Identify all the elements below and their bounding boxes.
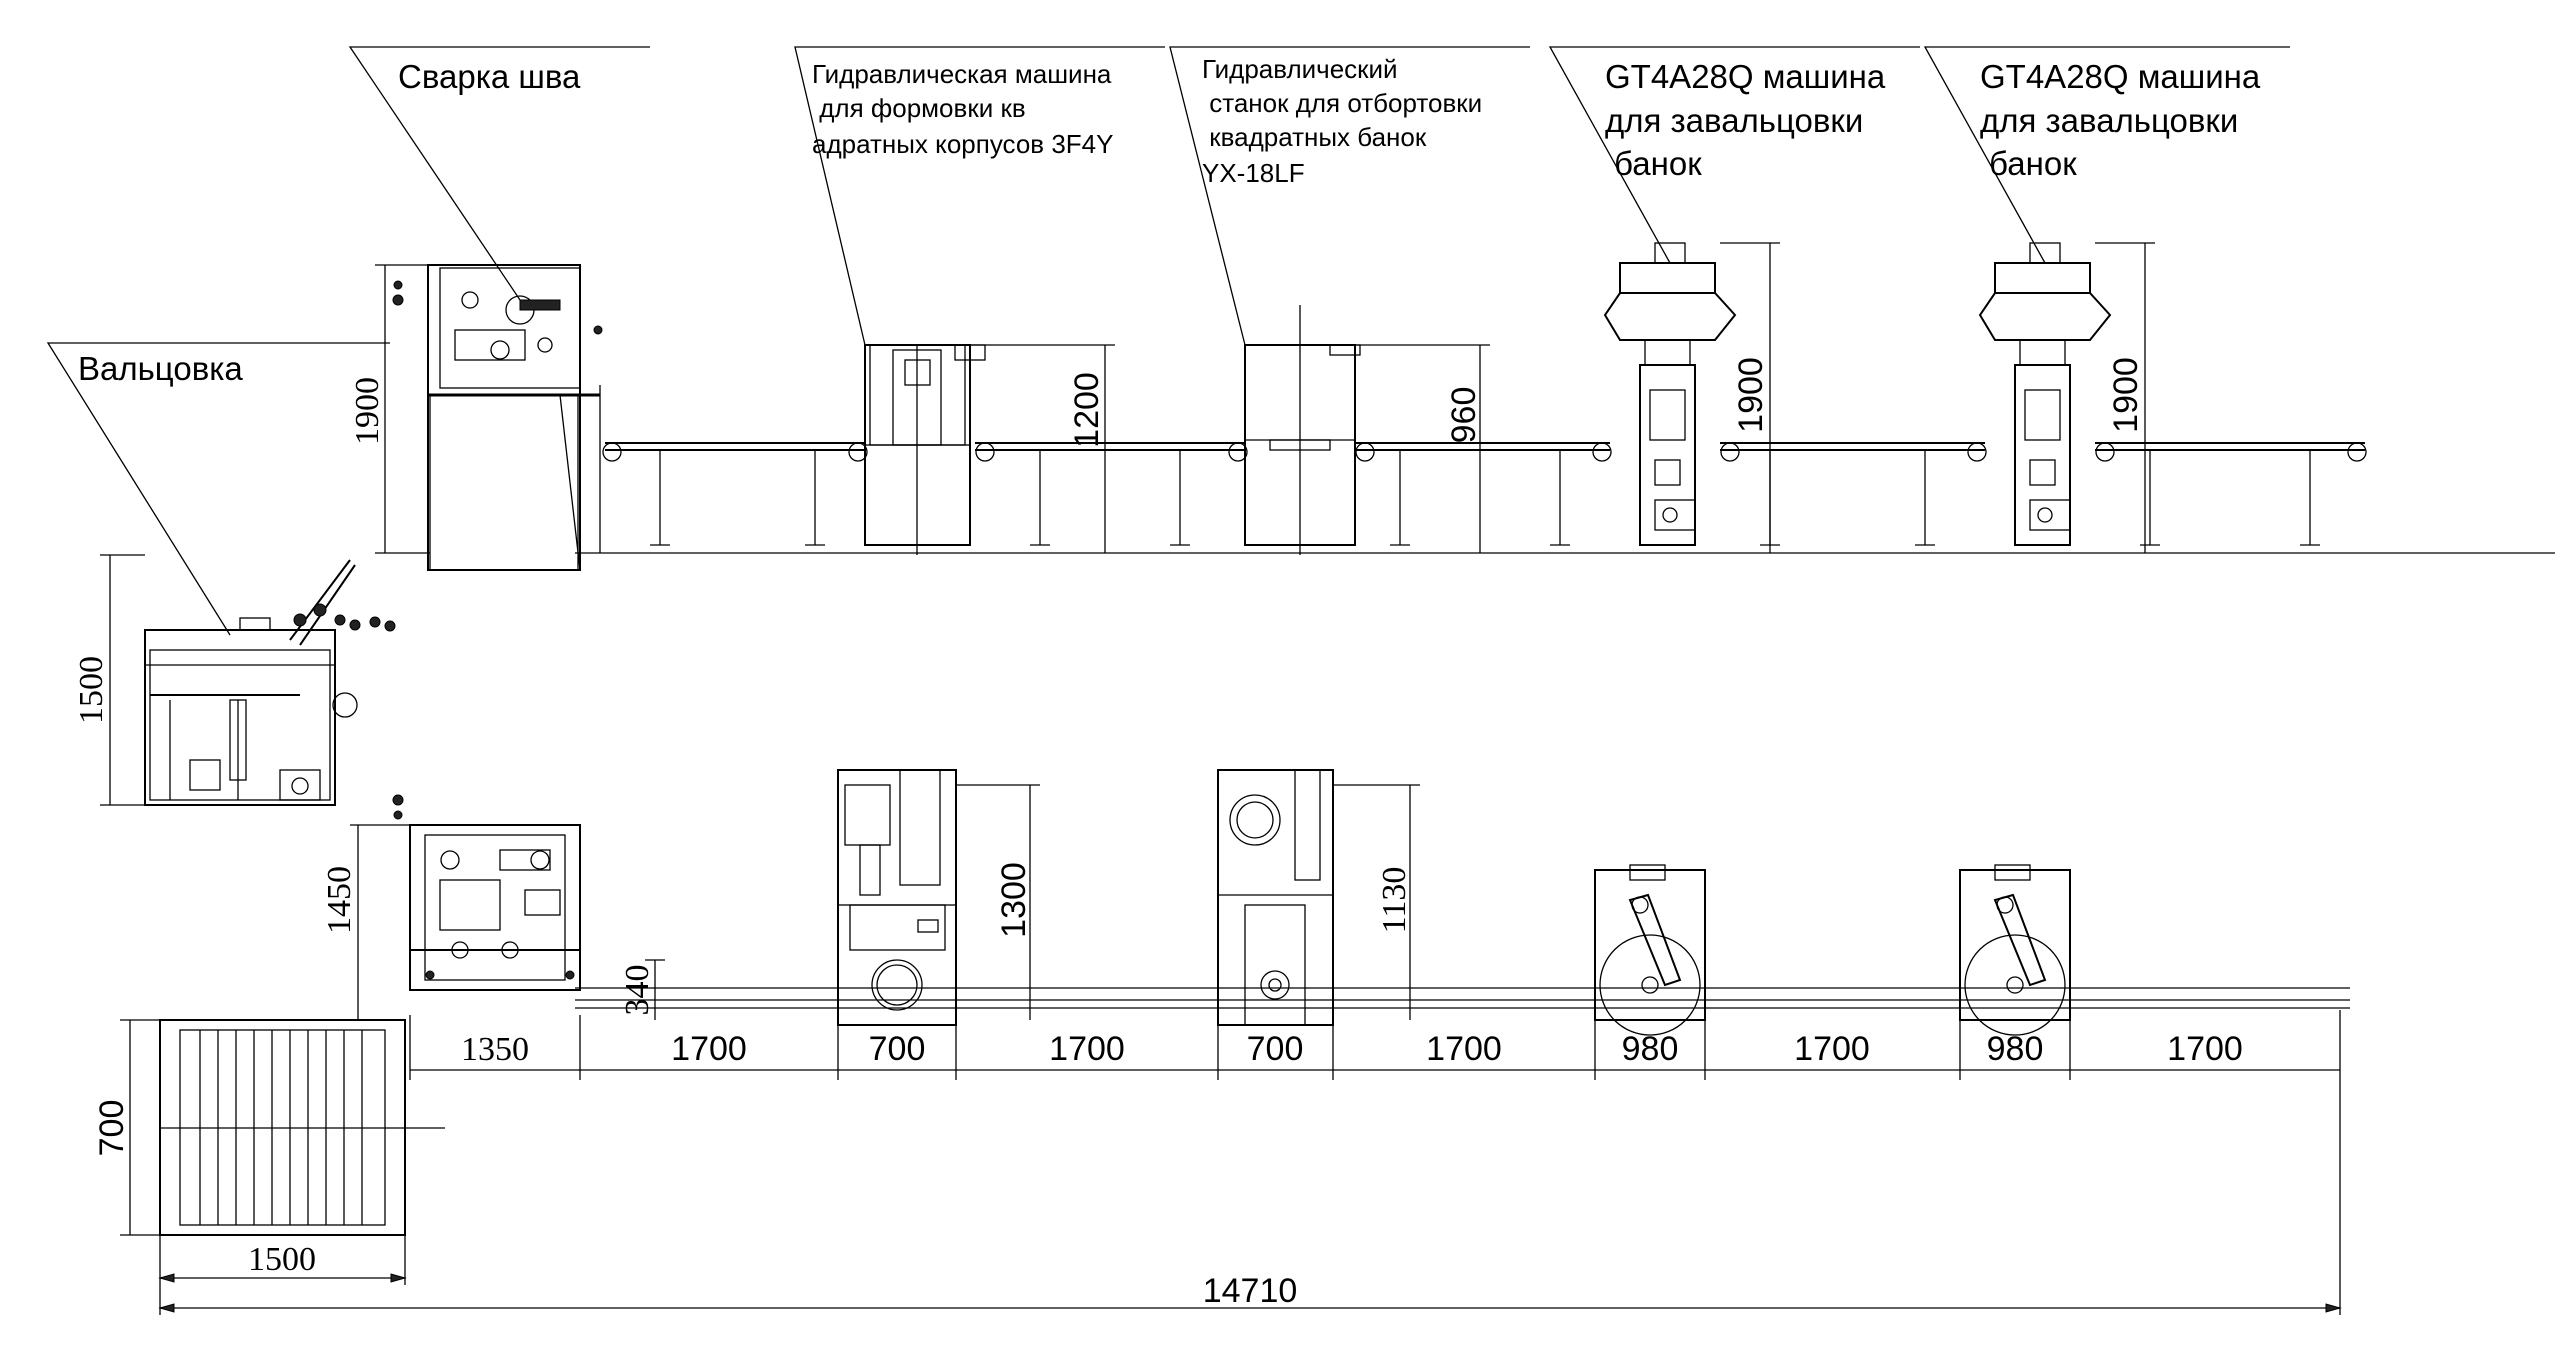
dim-w-flanging: 700 <box>1247 1030 1304 1068</box>
dim-w-conveyor-1: 1700 <box>671 1030 747 1068</box>
svg-text:банок: банок <box>1605 145 1702 182</box>
flanging-machine-plan <box>1217 769 1334 1026</box>
svg-text:YX-18LF: YX-18LF <box>1202 158 1305 188</box>
plan-dim-lines <box>120 784 1420 1236</box>
dim-w-table: 1500 <box>248 1241 316 1278</box>
dim-welder-width: 1450 <box>321 866 358 934</box>
svg-text:для завальцовки: для завальцовки <box>1980 102 2238 139</box>
svg-text:банок: банок <box>1980 145 2077 182</box>
dim-table-depth: 700 <box>93 1100 131 1157</box>
label-hydraulic-flanging: Гидравлический станок для отбортовки ква… <box>1202 54 1482 188</box>
svg-text:Гидравлическая машина: Гидравлическая машина <box>812 59 1112 89</box>
dim-forming-height: 1200 <box>1068 372 1106 448</box>
flanging-machine-side-view <box>1244 305 1361 555</box>
welder-side-view <box>392 264 603 571</box>
plan-view: 1450 1300 1130 340 700 1350 1700 700 170… <box>93 769 2350 1315</box>
dim-w-conveyor-3: 1700 <box>1426 1030 1502 1068</box>
sheet-table-plan <box>159 1019 445 1236</box>
label-leaders <box>46 46 2290 636</box>
dim-w-conveyor-2: 1700 <box>1049 1030 1125 1068</box>
dim-w-conveyor-4: 1700 <box>1794 1030 1870 1068</box>
label-seamer-2: GT4A28Q машина для завальцовки банок <box>1980 58 2261 182</box>
welder-plan <box>392 794 581 991</box>
label-seamer-1: GT4A28Q машина для завальцовки банок <box>1605 58 1886 182</box>
side-elevation: 1900 1500 1200 960 1900 1900 Сварка шва … <box>46 46 2555 806</box>
svg-text:адратных корпусов 3F4Y: адратных корпусов 3F4Y <box>812 129 1113 159</box>
svg-text:станок для отбортовки: станок для отбортовки <box>1202 88 1482 118</box>
label-seam-welding: Сварка шва <box>398 58 581 95</box>
svg-text:для завальцовки: для завальцовки <box>1605 102 1863 139</box>
label-rolling: Вальцовка <box>78 350 243 387</box>
side-dim-lines <box>100 242 2155 806</box>
seamer2-side-view <box>1978 242 2112 546</box>
dim-w-welder: 1350 <box>461 1031 529 1068</box>
dim-roller-height: 1500 <box>73 656 110 724</box>
dim-flanging-depth: 1130 <box>1376 867 1413 934</box>
dim-conveyor-height: 340 <box>619 965 656 1016</box>
seamer2-plan <box>1959 864 2071 1036</box>
dim-w-forming: 700 <box>869 1030 926 1068</box>
forming-machine-plan <box>837 769 957 1026</box>
svg-text:квадратных банок: квадратных банок <box>1202 122 1427 152</box>
dim-w-conveyor-5: 1700 <box>2167 1030 2243 1068</box>
forming-machine-side-view <box>864 344 986 555</box>
svg-text:для формовки кв: для формовки кв <box>812 93 1026 123</box>
svg-text:GT4A28Q машина: GT4A28Q машина <box>1980 58 2261 95</box>
svg-text:GT4A28Q машина: GT4A28Q машина <box>1605 58 1886 95</box>
dim-seamer1-height: 1900 <box>1732 357 1770 433</box>
seamer1-side-view <box>1603 242 1737 546</box>
dim-w-seamer-1: 980 <box>1622 1030 1679 1068</box>
dim-flanging-height: 960 <box>1445 387 1483 444</box>
side-conveyors <box>602 442 2367 546</box>
dim-w-seamer-2: 980 <box>1987 1030 2044 1068</box>
dim-welder-height: 1900 <box>349 377 386 445</box>
seamer1-plan <box>1594 864 1706 1036</box>
dim-total-length: 14710 <box>1203 1272 1298 1310</box>
svg-text:Гидравлический: Гидравлический <box>1202 54 1398 84</box>
dim-seamer2-height: 1900 <box>2107 357 2145 433</box>
dim-forming-depth: 1300 <box>995 862 1033 938</box>
roller-side-view <box>144 559 396 806</box>
label-hydraulic-forming: Гидравлическая машина для формовки кв ад… <box>812 59 1113 159</box>
horizontal-dim-chain <box>158 1010 2342 1315</box>
